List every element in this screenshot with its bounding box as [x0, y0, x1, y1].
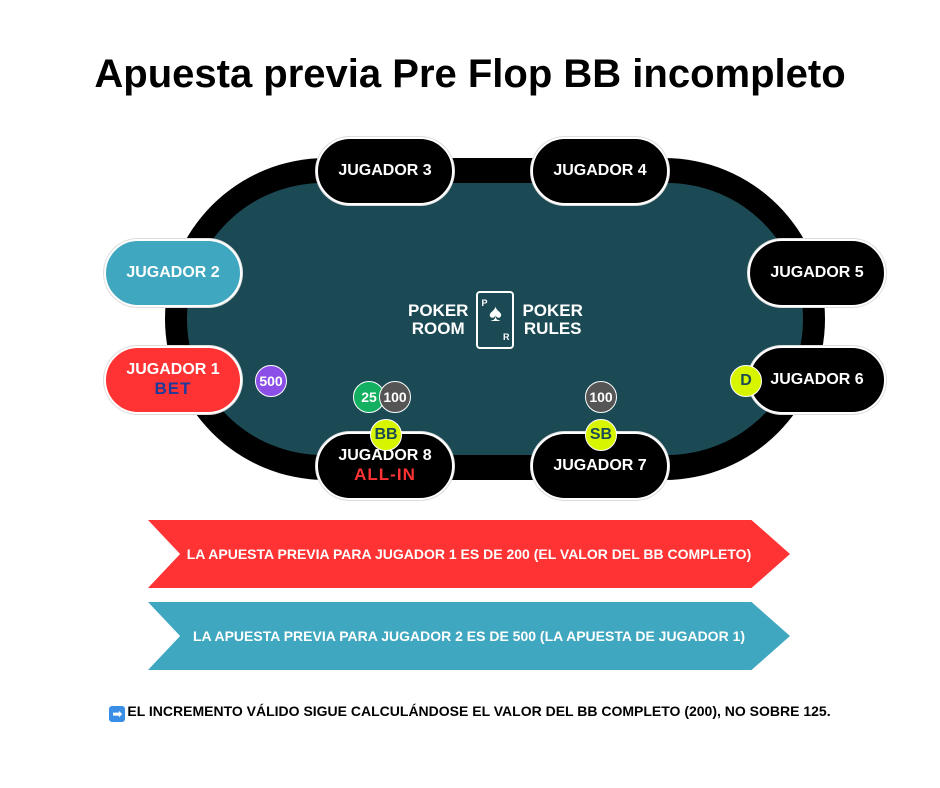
logo-text: POKER [522, 301, 583, 320]
seat-jugador-4: JUGADOR 4 [531, 137, 669, 205]
logo-text: R [502, 332, 510, 342]
footnote: ➡EL INCREMENTO VÁLIDO SIGUE CALCULÁNDOSE… [0, 703, 940, 722]
bet-chip-jugador-8: 25 [353, 381, 385, 413]
logo-text: RULES [523, 319, 582, 338]
logo-text: P [481, 298, 488, 308]
dealer-button: D [730, 365, 762, 397]
logo-text: POKER [408, 301, 469, 320]
player-name: JUGADOR 2 [126, 264, 220, 281]
player-name: JUGADOR 6 [770, 371, 864, 388]
bet-chip-jugador-1: 500 [255, 365, 287, 397]
right-arrow-icon: ➡ [109, 706, 126, 722]
small-blind-button: SB [585, 419, 617, 451]
player-name: JUGADOR 3 [338, 162, 432, 179]
spade-card-icon: P ♠ R [476, 291, 515, 349]
seat-jugador-6: JUGADOR 6 [748, 346, 886, 414]
footnote-text: EL INCREMENTO VÁLIDO SIGUE CALCULÁNDOSE … [127, 703, 831, 719]
player-status: BET [154, 379, 192, 398]
seat-jugador-2: JUGADOR 2 [104, 239, 242, 307]
player-name: JUGADOR 1 [126, 361, 220, 378]
player-name: JUGADOR 7 [553, 457, 647, 474]
player-name: JUGADOR 8 [338, 447, 432, 464]
logo-text: ROOM [411, 319, 465, 338]
poker-table-felt [187, 183, 803, 455]
page-title: Apuesta previa Pre Flop BB incompleto [94, 52, 846, 96]
seat-jugador-7: JUGADOR 7 [531, 432, 669, 500]
banner-text: LA APUESTA PREVIA PARA JUGADOR 2 ES DE 5… [192, 628, 746, 644]
banner-jugador-1: LA APUESTA PREVIA PARA JUGADOR 1 ES DE 2… [148, 520, 790, 588]
banner-jugador-2: LA APUESTA PREVIA PARA JUGADOR 2 ES DE 5… [148, 602, 790, 670]
bet-chip-jugador-8: 100 [379, 381, 411, 413]
player-status: ALL-IN [354, 465, 416, 484]
banner-text: LA APUESTA PREVIA PARA JUGADOR 1 ES DE 2… [186, 546, 752, 562]
bet-chip-jugador-7: 100 [585, 381, 617, 413]
big-blind-button: BB [370, 419, 402, 451]
player-name: JUGADOR 4 [553, 162, 647, 179]
seat-jugador-3: JUGADOR 3 [316, 137, 454, 205]
seat-jugador-5: JUGADOR 5 [748, 239, 886, 307]
player-name: JUGADOR 5 [770, 264, 864, 281]
